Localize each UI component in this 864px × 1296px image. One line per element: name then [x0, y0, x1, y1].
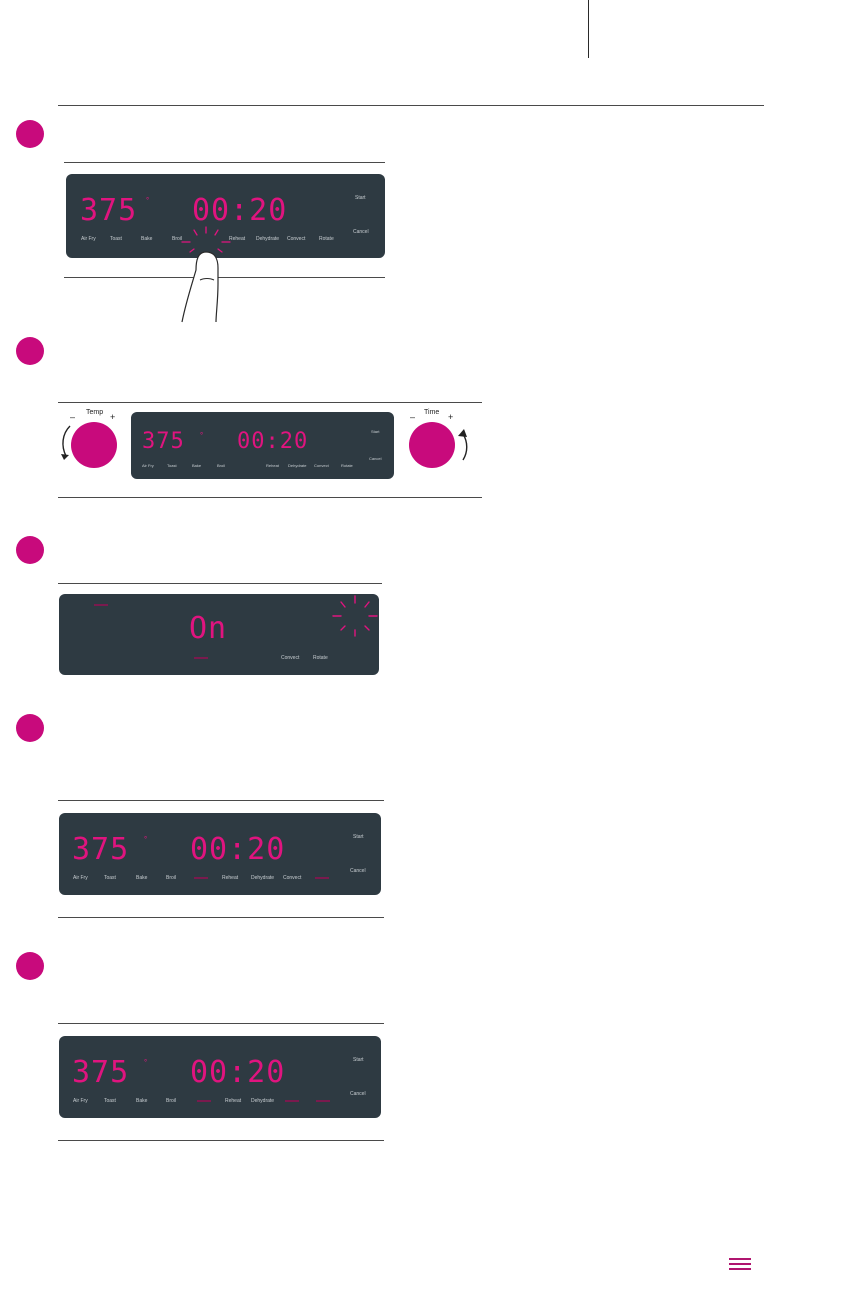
bake-button[interactable]: Bake: [136, 1098, 148, 1104]
broil-button[interactable]: Broil: [166, 875, 177, 881]
step-4-top-rule: [58, 800, 384, 801]
air-fry-button[interactable]: Air Fry: [73, 875, 88, 881]
hamburger-menu-icon[interactable]: [729, 1258, 751, 1270]
start-button[interactable]: Start: [353, 1057, 364, 1063]
control-panel-5: 375 ° 00:20 Air Fry Toast Bake Broil Reh…: [59, 1036, 381, 1118]
degree-symbol: °: [146, 196, 150, 205]
toast-button[interactable]: Toast: [104, 875, 116, 881]
time-display: 00:20: [190, 832, 286, 867]
step-1-top-rule: [64, 162, 385, 163]
press-flash-icon: [181, 226, 231, 253]
time-display: 00:20: [190, 1055, 286, 1090]
dehydrate-button[interactable]: Dehydrate: [288, 463, 307, 468]
time-minus-sign: –: [410, 412, 416, 422]
bake-button[interactable]: Bake: [136, 875, 148, 881]
reheat-button[interactable]: Reheat: [225, 1098, 242, 1104]
lit-indicator: [94, 604, 108, 606]
convect-button[interactable]: Convect: [281, 655, 300, 661]
rotate-button[interactable]: Rotate: [319, 236, 334, 242]
start-flash-icon: [332, 595, 378, 637]
cancel-button[interactable]: Cancel: [353, 229, 369, 235]
cancel-button[interactable]: Cancel: [350, 1091, 366, 1097]
toast-button[interactable]: Toast: [110, 236, 122, 242]
on-display: On: [189, 611, 228, 646]
step-1-marker: [16, 120, 44, 148]
temp-display: 375: [80, 193, 138, 228]
step-1-bottom-rule: [64, 277, 385, 278]
time-display: 00:20: [192, 193, 288, 228]
temp-display: 375: [142, 429, 185, 454]
broil-button[interactable]: Broil: [217, 463, 226, 468]
menu-bar: [729, 1263, 751, 1265]
reheat-button[interactable]: Reheat: [266, 463, 279, 468]
degree-symbol: °: [144, 1058, 148, 1067]
step-5-bottom-rule: [58, 1140, 384, 1141]
temp-plus-sign: +: [110, 412, 116, 422]
step-2-marker: [16, 337, 44, 365]
lit-indicator: [316, 1100, 330, 1102]
page-edge-line: [588, 0, 589, 58]
start-button[interactable]: Start: [355, 195, 366, 201]
rotate-ccw-arrow-icon: [61, 425, 71, 460]
step-5-top-rule: [58, 1023, 384, 1024]
toast-button[interactable]: Toast: [167, 463, 177, 468]
time-plus-sign: +: [448, 412, 454, 422]
temp-display: 375: [72, 1055, 130, 1090]
control-panel-1: 375 ° 00:20 Air Fry Toast Bake Broil Reh…: [66, 174, 385, 258]
dehydrate-button[interactable]: Dehydrate: [251, 1098, 275, 1104]
air-fry-button[interactable]: Air Fry: [73, 1098, 88, 1104]
menu-bar: [729, 1258, 751, 1260]
rotate-cw-arrow-icon: [458, 429, 468, 461]
cancel-button[interactable]: Cancel: [350, 868, 366, 874]
step-2-top-rule: [58, 402, 482, 403]
temp-minus-sign: –: [70, 412, 76, 422]
rotate-button[interactable]: Rotate: [341, 463, 353, 468]
reheat-button[interactable]: Reheat: [222, 875, 239, 881]
control-panel-4: 375 ° 00:20 Air Fry Toast Bake Broil Reh…: [59, 813, 381, 895]
temp-display: 375: [72, 832, 130, 867]
reheat-button[interactable]: Reheat: [229, 236, 246, 242]
control-panel-3: On Convect Rotate: [59, 594, 379, 675]
control-panel-2: 375 ° 00:20 Air Fry Toast Bake Broil Reh…: [131, 412, 394, 479]
temp-knob-label: Temp: [86, 409, 104, 416]
step-3-top-rule: [58, 583, 382, 584]
convect-button[interactable]: Convect: [314, 463, 329, 468]
lit-indicator: [315, 877, 329, 879]
rotate-button[interactable]: Rotate: [313, 655, 328, 661]
time-knob[interactable]: [409, 422, 455, 468]
start-button[interactable]: Start: [353, 834, 364, 840]
step-3-marker: [16, 536, 44, 564]
step-5-marker: [16, 952, 44, 980]
menu-bar: [729, 1268, 751, 1270]
lit-indicator: [194, 877, 208, 879]
degree-symbol: °: [144, 835, 148, 844]
broil-button[interactable]: Broil: [172, 236, 183, 242]
air-fry-button[interactable]: Air Fry: [142, 463, 154, 468]
convect-button[interactable]: Convect: [283, 875, 302, 881]
toast-button[interactable]: Toast: [104, 1098, 116, 1104]
air-fry-button[interactable]: Air Fry: [81, 236, 96, 242]
time-display: 00:20: [237, 429, 309, 454]
temp-knob[interactable]: [71, 422, 117, 468]
step-4-bottom-rule: [58, 917, 384, 918]
bake-button[interactable]: Bake: [141, 236, 153, 242]
start-button[interactable]: Start: [371, 429, 380, 434]
cancel-button[interactable]: Cancel: [369, 456, 382, 461]
finger-press-icon: [181, 251, 219, 323]
header-rule: [58, 105, 764, 106]
lit-indicator: [197, 1100, 211, 1102]
bake-button[interactable]: Bake: [192, 463, 202, 468]
lit-indicator: [194, 657, 208, 659]
time-knob-label: Time: [424, 409, 440, 416]
convect-button[interactable]: Convect: [287, 236, 306, 242]
broil-button[interactable]: Broil: [166, 1098, 177, 1104]
degree-symbol: °: [200, 431, 204, 440]
dehydrate-button[interactable]: Dehydrate: [256, 236, 280, 242]
step-2-bottom-rule: [58, 497, 482, 498]
step-4-marker: [16, 714, 44, 742]
lit-indicator: [285, 1100, 299, 1102]
dehydrate-button[interactable]: Dehydrate: [251, 875, 275, 881]
